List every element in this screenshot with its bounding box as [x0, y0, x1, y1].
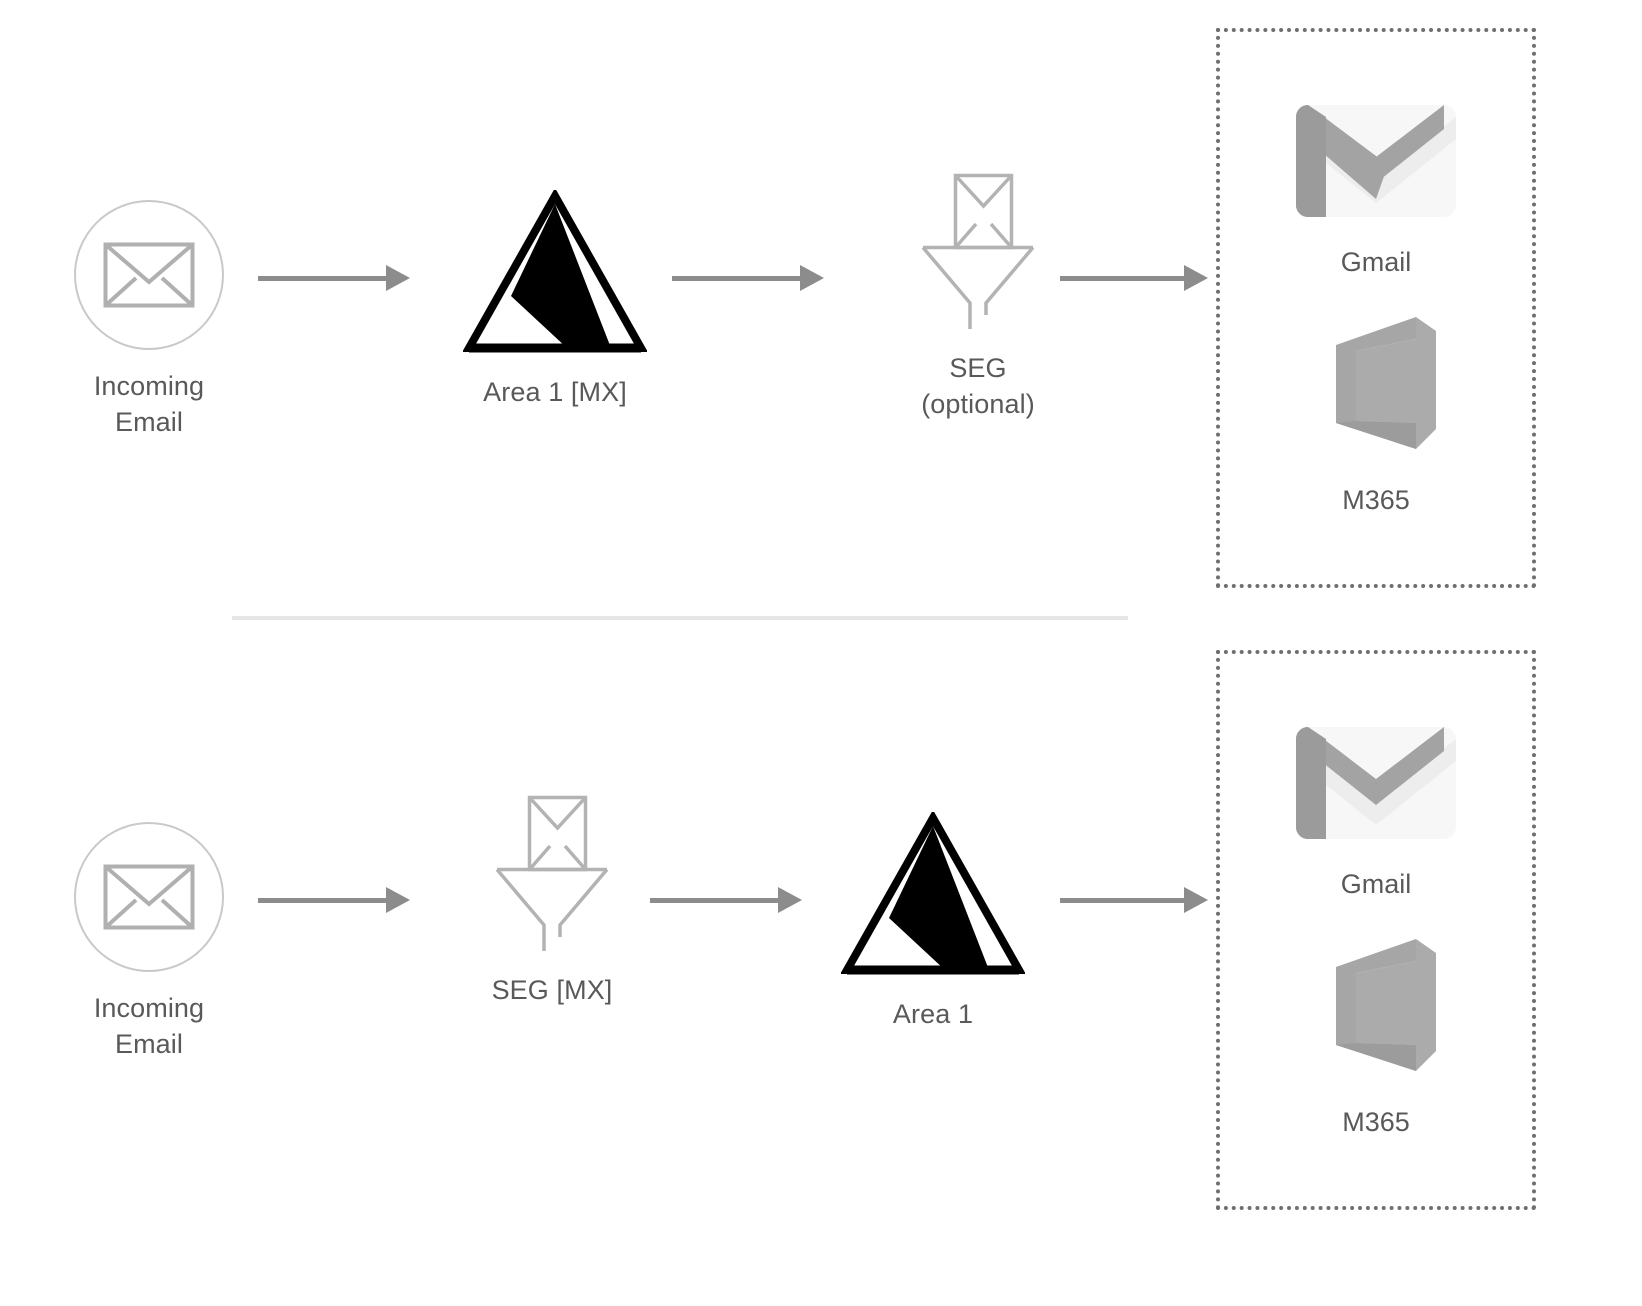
node-area1-mx: Area 1 [MX] [440, 190, 670, 410]
arrow-shaft [650, 897, 779, 903]
gmail-logo [1296, 99, 1456, 223]
node-area1: Area 1 [818, 812, 1048, 1032]
destination-label-m365-bottom: M365 [1342, 1107, 1410, 1137]
arrow-area1-to-seg [672, 265, 824, 291]
email-in-circle-icon [74, 822, 224, 972]
destination-label-gmail-bottom: Gmail [1340, 869, 1412, 899]
arrow-shaft [1060, 275, 1185, 281]
destination-group-bottom: Gmail M365 [1216, 650, 1536, 1210]
destination-item-gmail-top: Gmail [1296, 99, 1456, 279]
arrow-shaft [258, 275, 387, 281]
arrow-incoming-to-area1 [258, 265, 410, 291]
arrow-head [800, 265, 824, 291]
node-label-incoming-email-top: Incoming Email [93, 371, 205, 437]
gmail-logo [1296, 721, 1456, 845]
node-label-area1: Area 1 [892, 999, 974, 1029]
m365-logo [1312, 935, 1440, 1075]
arrow-shaft [258, 897, 387, 903]
destination-label-gmail-top: Gmail [1340, 247, 1412, 277]
node-incoming-email-top: Incoming Email [64, 200, 234, 440]
seg-funnel-icon [919, 172, 1037, 332]
node-label-seg-optional: SEG (optional) [921, 353, 1035, 419]
arrow-seg-to-area1 [650, 887, 802, 913]
node-seg-mx: SEG [MX] [452, 794, 652, 1008]
node-label-incoming-email-bottom: Incoming Email [93, 993, 205, 1059]
section-divider [232, 616, 1128, 620]
destination-group-top: Gmail M365 [1216, 28, 1536, 588]
destination-item-gmail-bottom: Gmail [1296, 721, 1456, 901]
arrow-head [1184, 887, 1208, 913]
node-incoming-email-bottom: Incoming Email [64, 822, 234, 1062]
arrow-incoming-to-seg [258, 887, 410, 913]
arrow-head [778, 887, 802, 913]
arrow-head [386, 887, 410, 913]
area1-triangle-logo [841, 812, 1025, 978]
node-label-seg-mx: SEG [MX] [491, 975, 613, 1005]
arrow-head [386, 265, 410, 291]
area1-triangle-logo [463, 190, 647, 356]
destination-label-m365-top: M365 [1342, 485, 1410, 515]
m365-logo [1312, 313, 1440, 453]
arrow-area1-to-destinations-bottom [1060, 887, 1208, 913]
destination-item-m365-top: M365 [1312, 313, 1440, 517]
node-seg-optional: SEG (optional) [878, 172, 1078, 422]
seg-funnel-icon [493, 794, 611, 954]
arrow-shaft [672, 275, 801, 281]
arrow-seg-to-destinations-top [1060, 265, 1208, 291]
arrow-shaft [1060, 897, 1185, 903]
email-in-circle-icon [74, 200, 224, 350]
arrow-head [1184, 265, 1208, 291]
destination-item-m365-bottom: M365 [1312, 935, 1440, 1139]
node-label-area1-mx: Area 1 [MX] [483, 377, 627, 407]
